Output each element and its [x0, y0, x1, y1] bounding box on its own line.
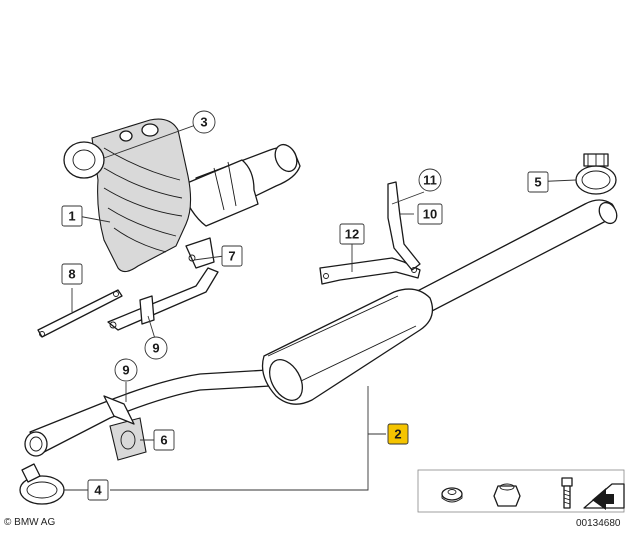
callout-4: 4: [87, 479, 109, 501]
catalytic-converter: [179, 143, 301, 227]
clamp-4: [19, 463, 65, 505]
callout-label: 2: [394, 427, 401, 442]
drawing-number: 00134680: [576, 518, 621, 529]
callout-9: 9: [114, 358, 138, 382]
callout-10: 10: [417, 203, 443, 225]
hanger-bracket: [319, 181, 421, 285]
callout-2: 2: [387, 423, 409, 445]
arrow-icon: [583, 483, 625, 510]
callout-label: 8: [68, 267, 75, 282]
callout-5: 5: [527, 171, 549, 193]
callout-8: 8: [61, 263, 83, 285]
callout-label: 1: [68, 209, 75, 224]
callout-label: 3: [200, 115, 207, 130]
center-muffler: [261, 288, 434, 405]
callout-label: 5: [534, 175, 541, 190]
callout-6: 6: [153, 429, 175, 451]
callout-label: 7: [228, 249, 235, 264]
callout-1: 1: [61, 205, 83, 227]
rubber-mount: [103, 395, 147, 461]
callout-label: 12: [345, 227, 359, 242]
hardware-legend: [417, 469, 625, 513]
callout-7: 7: [221, 245, 243, 267]
nut-icon: [493, 483, 521, 507]
callout-12: 12: [339, 223, 365, 245]
callout-label: 9: [122, 363, 129, 378]
callout-9: 9: [144, 336, 168, 360]
callout-label: 4: [94, 483, 102, 498]
strap-8: [37, 289, 123, 338]
heat-shield: [63, 118, 192, 273]
copyright-text: © BMW AG: [4, 517, 55, 528]
bracket-7: [107, 237, 219, 331]
washer-icon: [441, 487, 463, 503]
clamp-5: [575, 153, 617, 195]
callout-label: 6: [160, 433, 167, 448]
callout-11: 11: [418, 168, 442, 192]
bolt-icon: [561, 477, 573, 509]
callout-label: 10: [423, 207, 437, 222]
callout-3: 3: [192, 110, 216, 134]
callout-label: 9: [152, 341, 159, 356]
callout-label: 11: [423, 173, 437, 188]
